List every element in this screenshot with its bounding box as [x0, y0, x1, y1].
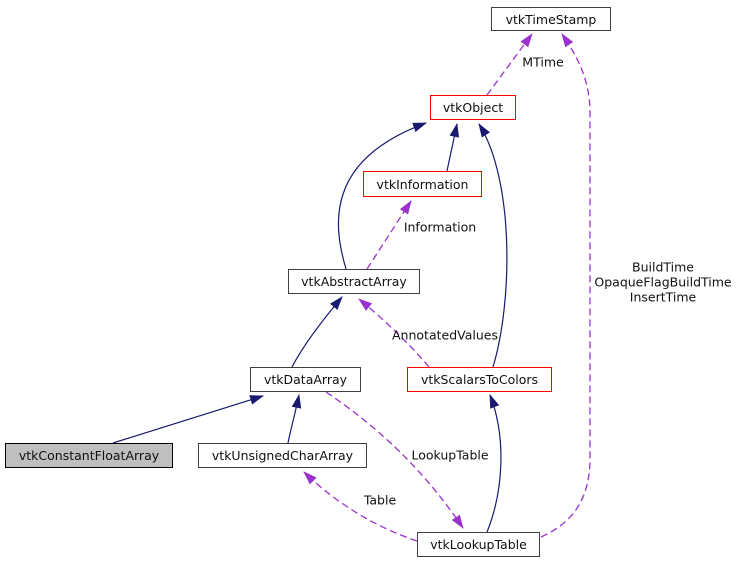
node-label: vtkObject — [442, 100, 504, 115]
edge-usage-information — [366, 200, 412, 270]
node-label: vtkLookupTable — [430, 537, 527, 552]
edge-label-table: Table — [363, 492, 397, 508]
edge-label-inserttime: InsertTime — [629, 289, 697, 305]
node-vtkconstantfloatarray: vtkConstantFloatArray — [5, 443, 173, 468]
node-vtkdataarray[interactable]: vtkDataArray — [250, 367, 361, 392]
node-label: vtkScalarsToColors — [420, 372, 539, 387]
edge-label-lookuptable: LookupTable — [411, 447, 489, 463]
node-label: vtkUnsignedCharArray — [211, 448, 354, 463]
edge-usage-buildtime — [540, 33, 591, 538]
node-vtkabstractarray[interactable]: vtkAbstractArray — [288, 269, 420, 294]
edge-usage-mtime — [486, 33, 533, 96]
edge-label-opaqueflagbuildtime: OpaqueFlagBuildTime — [594, 274, 732, 290]
edge-label-annotatedvalues: AnnotatedValues — [392, 327, 498, 343]
edge-usage-annotatedvalues — [358, 298, 430, 368]
node-vtkobject[interactable]: vtkObject — [430, 95, 516, 120]
node-vtkunsignedchararray[interactable]: vtkUnsignedCharArray — [198, 443, 367, 468]
node-label: vtkTimeStamp — [505, 11, 597, 27]
node-vtktimestamp[interactable]: vtkTimeStamp — [491, 7, 611, 31]
edge-inherit-vtkconstantfloatarray-to-vtkdataarray — [112, 395, 265, 444]
node-label: vtkInformation — [376, 176, 469, 192]
edge-label-information: Information — [403, 219, 477, 235]
node-label: vtkDataArray — [263, 372, 348, 387]
node-vtklookuptable[interactable]: vtkLookupTable — [417, 532, 540, 557]
edge-inherit-vtkinformation-to-vtkobject — [446, 122, 460, 172]
node-vtkscalarstocolors[interactable]: vtkScalarsToColors — [407, 367, 552, 392]
node-label: vtkAbstractArray — [301, 274, 407, 289]
edge-label-buildtime-group: BuildTime OpaqueFlagBuildTime InsertTime — [594, 260, 731, 305]
edge-inherit-vtkscalarstocolors-to-vtkobject — [478, 123, 508, 368]
edge-inherit-vtkunsignedchararray-to-vtkdataarray — [287, 393, 302, 444]
edge-inherit-vtkdataarray-to-vtkabstractarray — [291, 296, 343, 368]
edge-inherit-vtklookuptable-to-vtkscalarstocolors — [486, 393, 502, 533]
edge-inherit-vtkabstractarray-to-vtkobject — [337, 122, 428, 270]
node-vtkinformation[interactable]: vtkInformation — [363, 171, 482, 197]
edge-label-buildtime: BuildTime — [632, 259, 694, 275]
edge-usage-lookuptable — [325, 391, 464, 529]
node-label: vtkConstantFloatArray — [18, 448, 160, 463]
edge-usage-table — [303, 471, 418, 542]
edge-label-mtime: MTime — [522, 54, 564, 70]
